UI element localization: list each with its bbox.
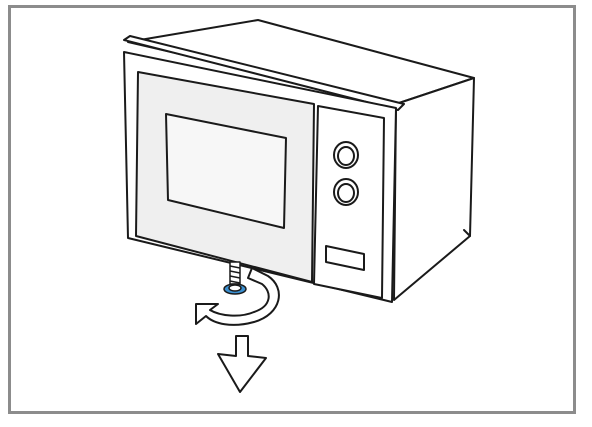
trim-rail [123, 35, 405, 111]
microwave-side-face [393, 77, 475, 301]
side-depth-line [463, 229, 471, 237]
down-arrow-icon [217, 335, 267, 393]
screw-icon [223, 261, 247, 295]
counter-clockwise-arrow-icon [195, 267, 280, 326]
upper-knob [333, 141, 359, 169]
display-window [325, 245, 365, 271]
door-window [165, 113, 287, 229]
lower-knob [333, 178, 359, 206]
